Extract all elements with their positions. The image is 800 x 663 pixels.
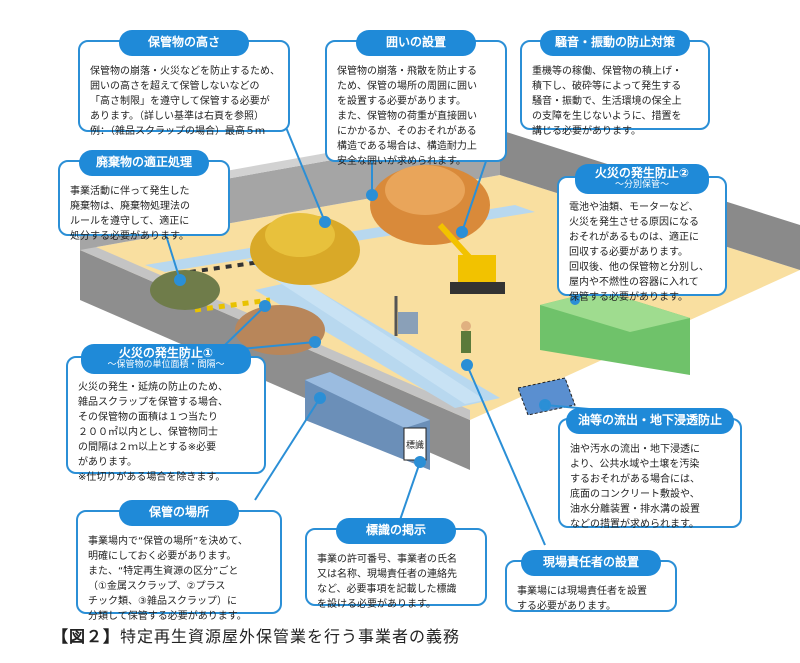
connector-fire1 [224, 305, 266, 346]
office-roof [305, 372, 430, 428]
callout-waste-title: 廃棄物の適正処理 [79, 150, 209, 176]
callout-manager-body: 事業場には現場責任者を設置 する必要があります。 [517, 586, 647, 612]
worker-body [461, 331, 471, 353]
callout-fire1: 火災の発生防止① ～保管物の単位面積・間隔～ 火災の発生・延焼の防止のため、 雑… [66, 344, 266, 483]
callout-fire2-subtitle: ～分別保管～ [614, 179, 669, 190]
waste-pile [150, 270, 220, 310]
figure-caption: 【図２】特定再生資源屋外保管業を行う事業者の義務 [52, 623, 460, 647]
callout-fire1-body: 火災の発生・延焼の防止のため、 雑品スクラップを保管する場合、 その保管物の面積… [78, 382, 228, 483]
callout-place: 保管の場所 事業場内で“保管の場所”を決めて、 明確にしておく必要があります。 … [76, 500, 282, 622]
callout-fire1-title: 火災の発生防止① ～保管物の単位面積・間隔～ [81, 344, 251, 374]
callout-fire2-title: 火災の発生防止② ～分別保管～ [575, 164, 709, 194]
callout-place-title: 保管の場所 [119, 500, 239, 526]
callout-fire2-title-text: 火災の発生防止② [594, 166, 690, 181]
callout-enclosure-body: 保管物の崩落・飛散を防止する ため、保管の場所の周囲に囲い を設置する必要があり… [337, 66, 477, 167]
callout-fire2-body: 電池や油類、モーターなど、 火災を発生させる原因になる おそれがあるものは、適正… [569, 202, 709, 303]
callout-manager: 現場責任者の設置 事業場には現場責任者を設置 する必要があります。 [505, 550, 677, 612]
callout-sign-title: 標識の掲示 [336, 518, 456, 544]
callout-fire1-title-text: 火災の発生防止① [118, 346, 214, 361]
callout-height: 保管物の高さ 保管物の崩落・火災などを防止するため、 囲いの高さを超えて保管しな… [78, 30, 290, 137]
excavator-arm [437, 222, 473, 261]
excavator-body [458, 255, 496, 283]
figure-number: 【図２】 [52, 627, 121, 646]
callout-place-body: 事業場内で“保管の場所”を決めて、 明確にしておく必要があります。 また、“特定… [88, 536, 248, 622]
hazard-stripe [194, 297, 271, 313]
callout-noise: 騒音・振動の防止対策 重機等の稼働、保管物の積上げ・ 積下し、破砕等によって発生… [520, 30, 710, 137]
callout-sign: 標識の掲示 事業の許可番号、事業者の氏名 又は名称、現場責任者の連絡先 など、必… [305, 518, 487, 610]
office-building [305, 372, 430, 470]
figure-caption-text: 特定再生資源屋外保管業を行う事業者の義務 [120, 627, 461, 646]
connector-height [284, 124, 326, 223]
sign-board-label: 標識 [406, 439, 424, 451]
callout-oil-title: 油等の流出・地下浸透防止 [566, 408, 734, 434]
connector-place [254, 397, 321, 501]
callout-fire2: 火災の発生防止② ～分別保管～ 電池や油類、モーターなど、 火災を発生させる原因… [557, 164, 727, 303]
callout-enclosure: 囲いの設置 保管物の崩落・飛散を防止する ため、保管の場所の周囲に囲い を設置す… [325, 30, 507, 167]
callout-waste: 廃棄物の適正処理 事業活動に伴って発生した 廃棄物は、廃棄物処理法の ルールを遵… [58, 150, 230, 242]
connector-sign [399, 461, 421, 521]
callout-fire1-subtitle: ～保管物の単位面積・間隔～ [107, 359, 225, 370]
connector-waste [164, 231, 181, 281]
callout-sign-body: 事業の許可番号、事業者の氏名 又は名称、現場責任者の連絡先 など、必要事項を記載… [317, 554, 457, 610]
callout-height-body: 保管物の崩落・火災などを防止するため、 囲いの高さを超えて保管しないなどの 「高… [90, 66, 280, 137]
excavator-track [450, 282, 505, 294]
callout-oil-body: 油や汚水の流出・地下浸透に より、公共水域や土壌を汚染 するおそれがある場合には… [570, 444, 700, 530]
connector-manager [466, 364, 546, 546]
scrap-pile-yellow-top [265, 213, 335, 257]
scrap-pile-orange-top [385, 165, 465, 215]
forklift [398, 312, 418, 334]
callout-noise-body: 重機等の稼働、保管物の積上げ・ 積下し、破砕等によって発生する 騒音・振動で、生… [532, 66, 682, 137]
callout-noise-title: 騒音・振動の防止対策 [540, 30, 690, 56]
worker-head [461, 321, 471, 331]
callout-enclosure-title: 囲いの設置 [356, 30, 476, 56]
floor-path-3 [245, 256, 485, 404]
callout-manager-title: 現場責任者の設置 [521, 550, 661, 576]
callout-waste-body: 事業活動に伴って発生した 廃棄物は、廃棄物処理法の ルールを遵守して、適正に 処… [70, 186, 190, 242]
callout-oil: 油等の流出・地下浸透防止 油や汚水の流出・地下浸透に より、公共水域や土壌を汚染… [558, 408, 742, 530]
callout-height-title: 保管物の高さ [119, 30, 249, 56]
